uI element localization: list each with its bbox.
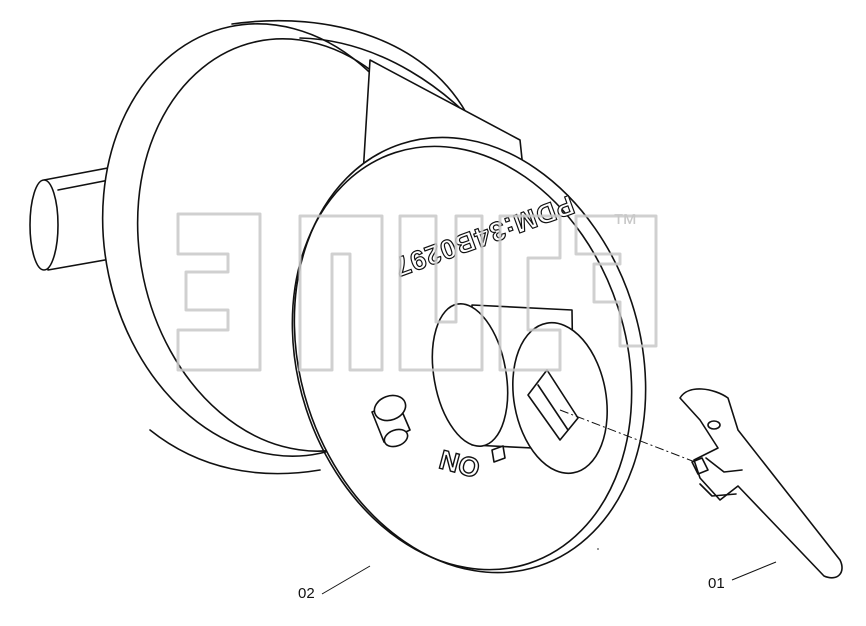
- key-alignment-line: [559, 409, 696, 463]
- callout-02-label: 02: [298, 585, 315, 602]
- watermark-trademark: ™: [612, 208, 638, 238]
- switch-key: [679, 388, 843, 579]
- watermark-logo: ™: [176, 208, 658, 372]
- callout-02: 02: [298, 565, 371, 602]
- key-cylinder: [431, 303, 608, 475]
- callout-01: 01: [708, 561, 777, 592]
- indicator-lamp: [371, 394, 411, 448]
- scan-speck: [597, 548, 599, 550]
- callout-01-label: 01: [708, 575, 725, 592]
